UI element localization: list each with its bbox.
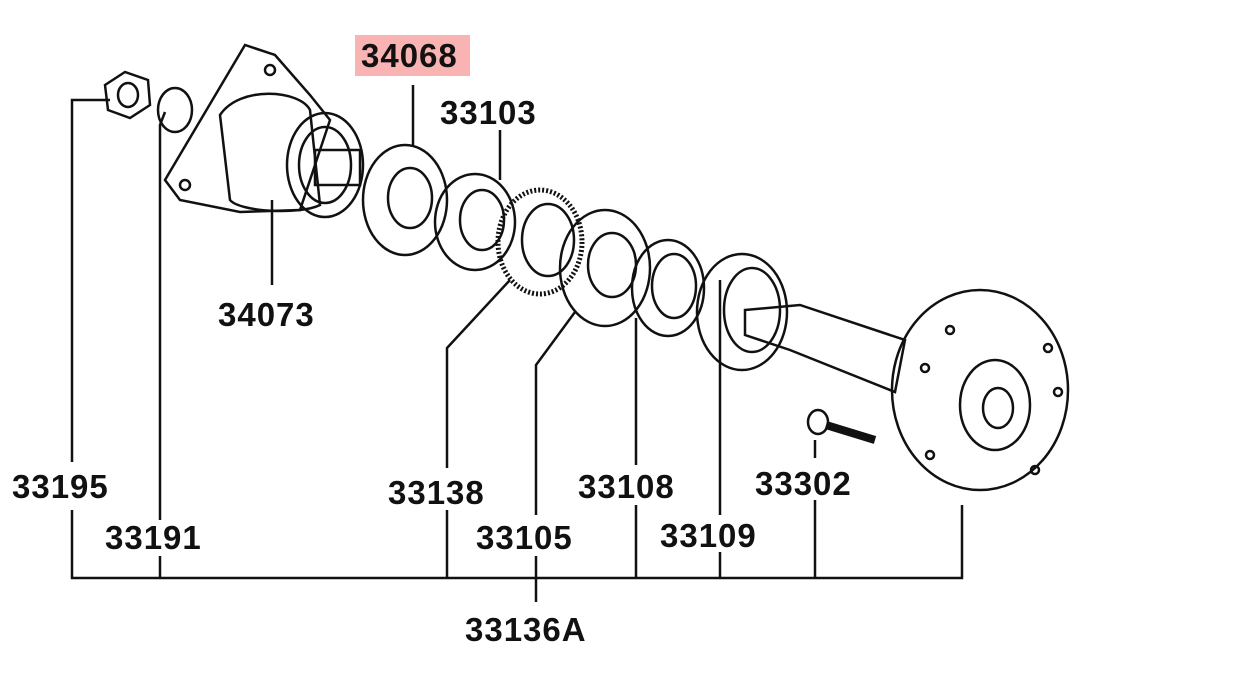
part-label-33103[interactable]: 33103 (440, 94, 537, 131)
washer-33191 (156, 86, 194, 134)
axle-shaft-flange-33136A (743, 288, 1070, 492)
spacer-33103 (433, 172, 517, 272)
part-label-33136A[interactable]: 33136A (465, 611, 587, 648)
part-label-34073[interactable]: 34073 (218, 296, 315, 333)
bearing-34068 (361, 143, 449, 257)
part-label-33138[interactable]: 33138 (388, 474, 485, 511)
spacer-33108 (630, 238, 706, 338)
part-label-33195[interactable]: 33195 (12, 468, 109, 505)
sensor-rotor-33138 (495, 187, 585, 297)
nut-33195 (103, 70, 152, 120)
part-label-33109[interactable]: 33109 (660, 517, 757, 554)
oil-seal-33109 (695, 252, 789, 372)
part-label-33191[interactable]: 33191 (105, 519, 202, 556)
part-label-33105[interactable]: 33105 (476, 519, 573, 556)
part-label-33302[interactable]: 33302 (755, 465, 852, 502)
part-label-33108[interactable]: 33108 (578, 468, 675, 505)
part-label-34068[interactable]: 34068 (355, 35, 470, 76)
housing-34073 (163, 43, 365, 219)
bolt-33302 (806, 408, 877, 444)
leader-lines (70, 85, 964, 602)
